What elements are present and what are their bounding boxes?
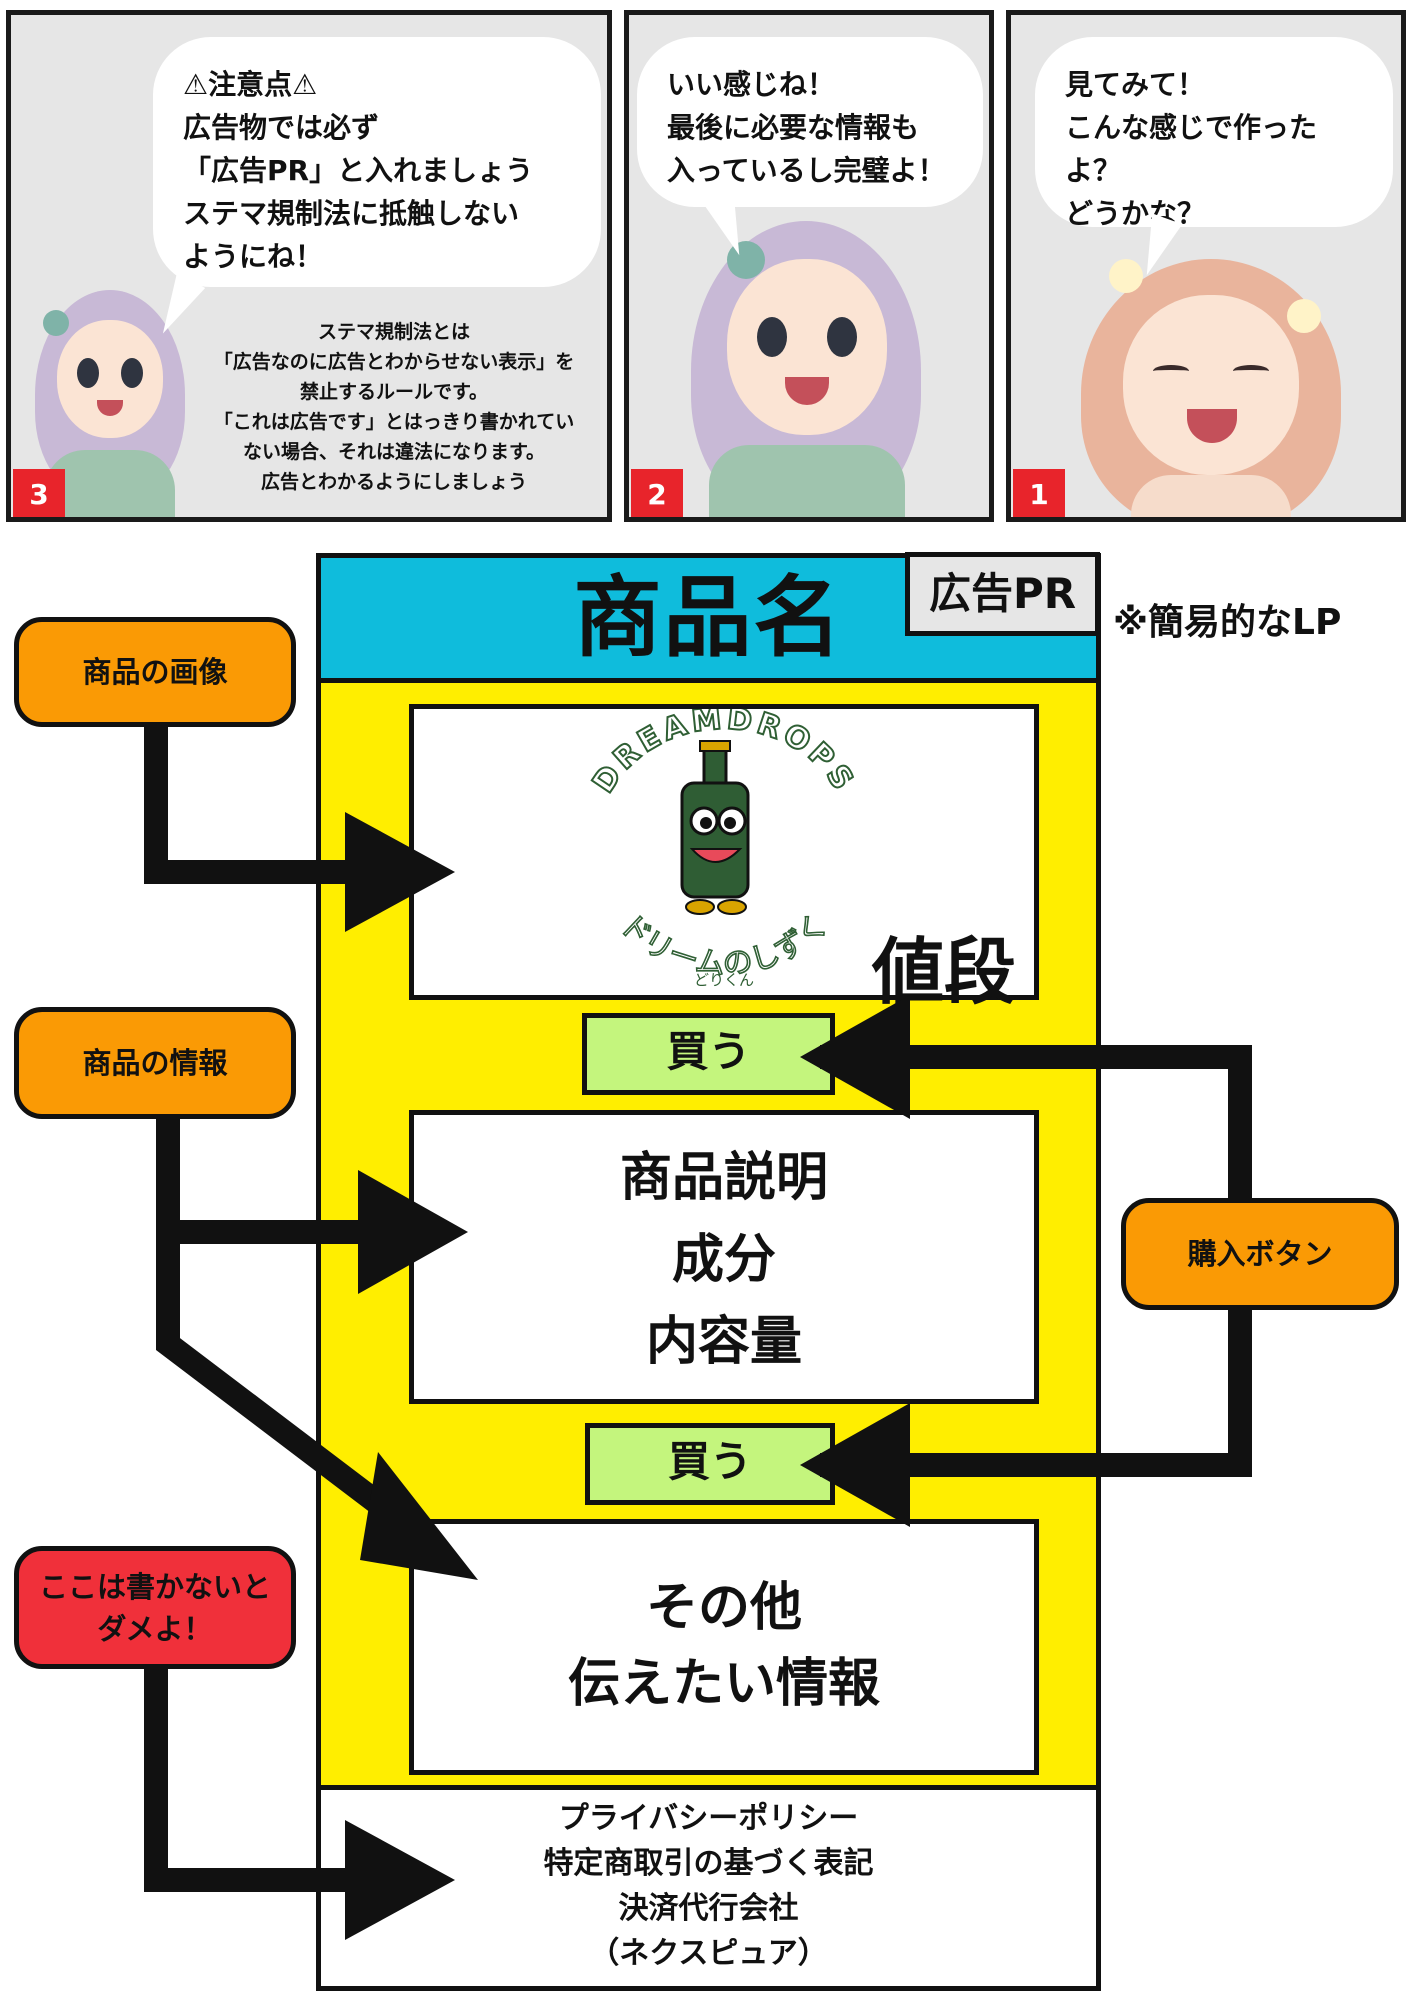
- label-product-info: 商品の情報: [14, 1007, 296, 1119]
- hair-flower-icon: [1287, 299, 1321, 333]
- other-info: その他 伝えたい情報: [567, 1578, 880, 1714]
- buy-button[interactable]: 買う: [585, 1423, 835, 1505]
- arrow-buy-1: [820, 1045, 1252, 1200]
- other-info-box: その他 伝えたい情報: [409, 1519, 1039, 1775]
- character-girl-lavender: [665, 205, 945, 517]
- hair-flower-icon: [1109, 259, 1143, 293]
- arrow-head-icon: [360, 1452, 478, 1580]
- product-name: 商品名: [573, 566, 844, 669]
- ad-pr-tag: 広告PR: [905, 552, 1100, 636]
- product-description: 商品説明 成分 内容量: [619, 1148, 828, 1372]
- arrow-footer: [144, 1668, 360, 1892]
- speech-bubble: ⚠注意点⚠ 広告物では必ず 「広告PR」と入れましょう ステマ規制法に抵触しない…: [153, 37, 601, 287]
- speech-bubble: 見てみて！ こんな感じで作ったよ？ どうかな？: [1035, 37, 1393, 230]
- arrow-head-icon: [358, 1170, 468, 1294]
- arrow-head-icon: [345, 1820, 455, 1940]
- panel-number: 1: [1013, 469, 1065, 517]
- label-product-image: 商品の画像: [14, 617, 296, 727]
- comic-panel-2: いい感じね！ 最後に必要な情報も 入っているし完璧よ！ 2: [624, 10, 994, 522]
- arrow-head-icon: [800, 1403, 910, 1527]
- label-purchase-button: 購入ボタン: [1121, 1198, 1399, 1310]
- character-girl-pink: [1061, 245, 1361, 517]
- footer-legal-text: プライバシーポリシー 特定商取引の基づく表記 決済代行会社 （ネクスピュア）: [543, 1801, 874, 1971]
- product-image-box: DREAMDROPS ドリームのしずく どりくん: [409, 700, 1039, 1000]
- arrow-info-2: [156, 1232, 408, 1530]
- panel-number: 3: [13, 469, 65, 517]
- hair-flower-icon: [43, 310, 69, 336]
- buy-button[interactable]: 買う: [582, 1013, 835, 1095]
- arrow-head-icon: [800, 995, 910, 1119]
- label-must-write: ここは書かないと ダメよ！: [14, 1546, 296, 1669]
- hair-flower-icon: [727, 241, 765, 279]
- bottle-icon: [680, 740, 750, 915]
- arrow-image: [144, 725, 360, 884]
- comic-panel-3: ⚠注意点⚠ 広告物では必ず 「広告PR」と入れましょう ステマ規制法に抵触しない…: [6, 10, 612, 522]
- lp-footer: プライバシーポリシー 特定商取引の基づく表記 決済代行会社 （ネクスピュア）: [316, 1785, 1101, 1991]
- arrow-buy-2: [820, 1310, 1252, 1477]
- price-label: 値段: [872, 930, 1017, 1014]
- speech-bubble: いい感じね！ 最後に必要な情報も 入っているし完璧よ！: [637, 37, 983, 207]
- arrow-head-icon: [345, 812, 455, 932]
- logo-sub-text: どりくん: [694, 971, 754, 989]
- character-girl-lavender: [15, 270, 205, 517]
- lp-note: ※簡易的なLP: [1113, 602, 1342, 643]
- stealth-marketing-note: ステマ規制法とは 「広告なのに広告とわからせない表示」を 禁止するルールです。 …: [213, 321, 575, 493]
- product-logo: DREAMDROPS ドリームのしずく どりくん: [585, 700, 859, 989]
- comic-panel-1: 見てみて！ こんな感じで作ったよ？ どうかな？ 1: [1006, 10, 1406, 522]
- arrow-info-1: [156, 1117, 370, 1244]
- panel-number: 2: [631, 469, 683, 517]
